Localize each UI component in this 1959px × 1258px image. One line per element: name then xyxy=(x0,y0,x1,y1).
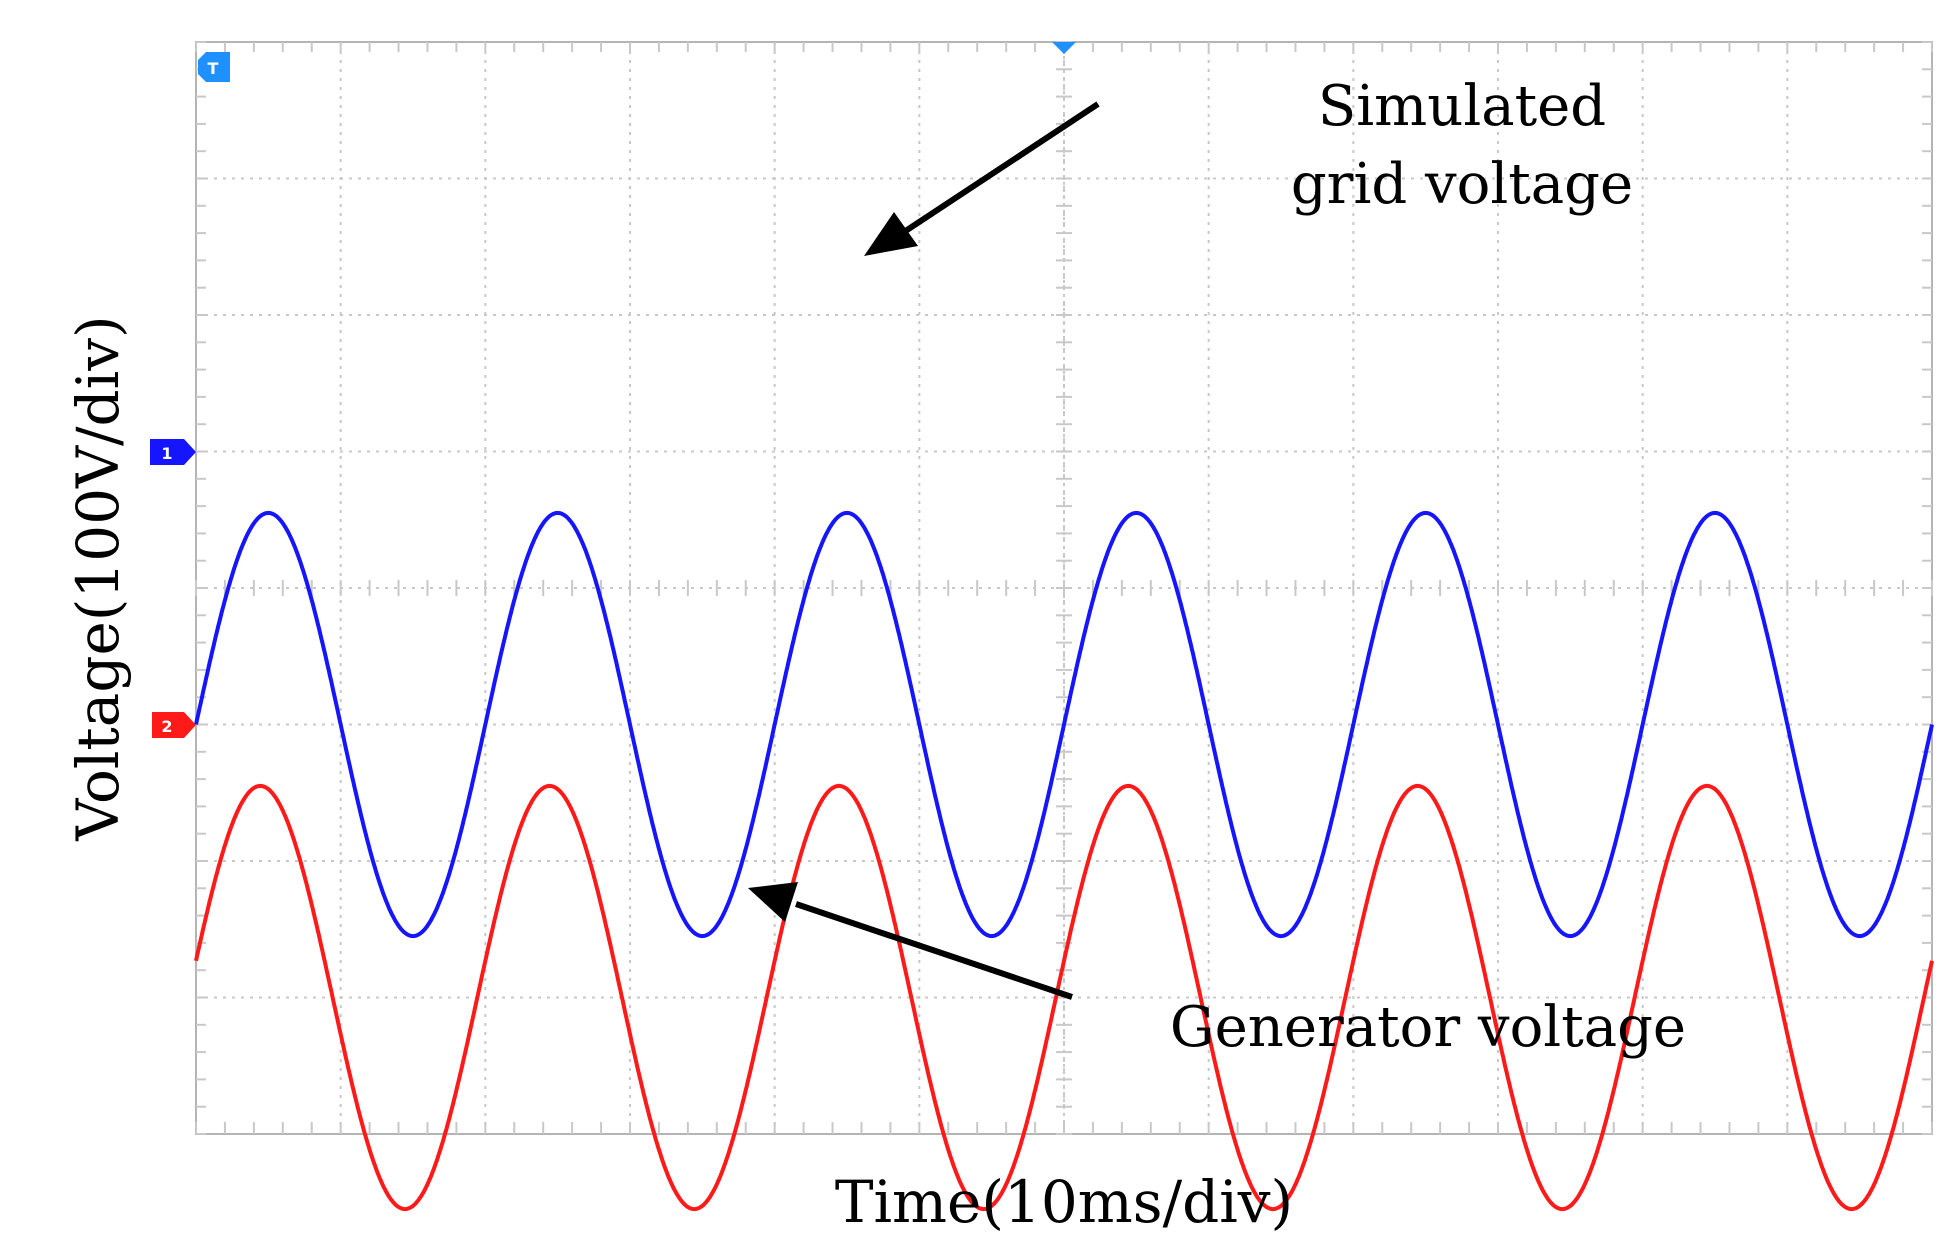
arrow-simulated-grid xyxy=(864,101,1100,256)
minor-ticks xyxy=(195,41,1933,1135)
annotation-generator: Generator voltage xyxy=(1170,995,1686,1060)
x-axis-label: Time(10ms/div) xyxy=(835,1168,1293,1236)
trigger-marker: T xyxy=(198,52,230,82)
ch1-ground-marker: 1 xyxy=(150,439,196,465)
ch2-ground-marker: 2 xyxy=(152,712,196,738)
ch1-marker-label: 1 xyxy=(161,444,172,463)
trigger-position-marker xyxy=(1052,42,1076,54)
ch2-marker-label: 2 xyxy=(161,717,172,736)
trigger-marker-label: T xyxy=(208,59,219,78)
series-generator-voltage xyxy=(194,783,1934,1212)
arrow-generator xyxy=(748,882,1073,1000)
y-axis-label: Voltage(100V/div) xyxy=(64,315,132,841)
series-simulated-grid-voltage xyxy=(194,510,1934,939)
annotation-simulated-line2: grid voltage xyxy=(1291,152,1633,217)
annotation-simulated-line1: Simulated xyxy=(1318,74,1606,139)
